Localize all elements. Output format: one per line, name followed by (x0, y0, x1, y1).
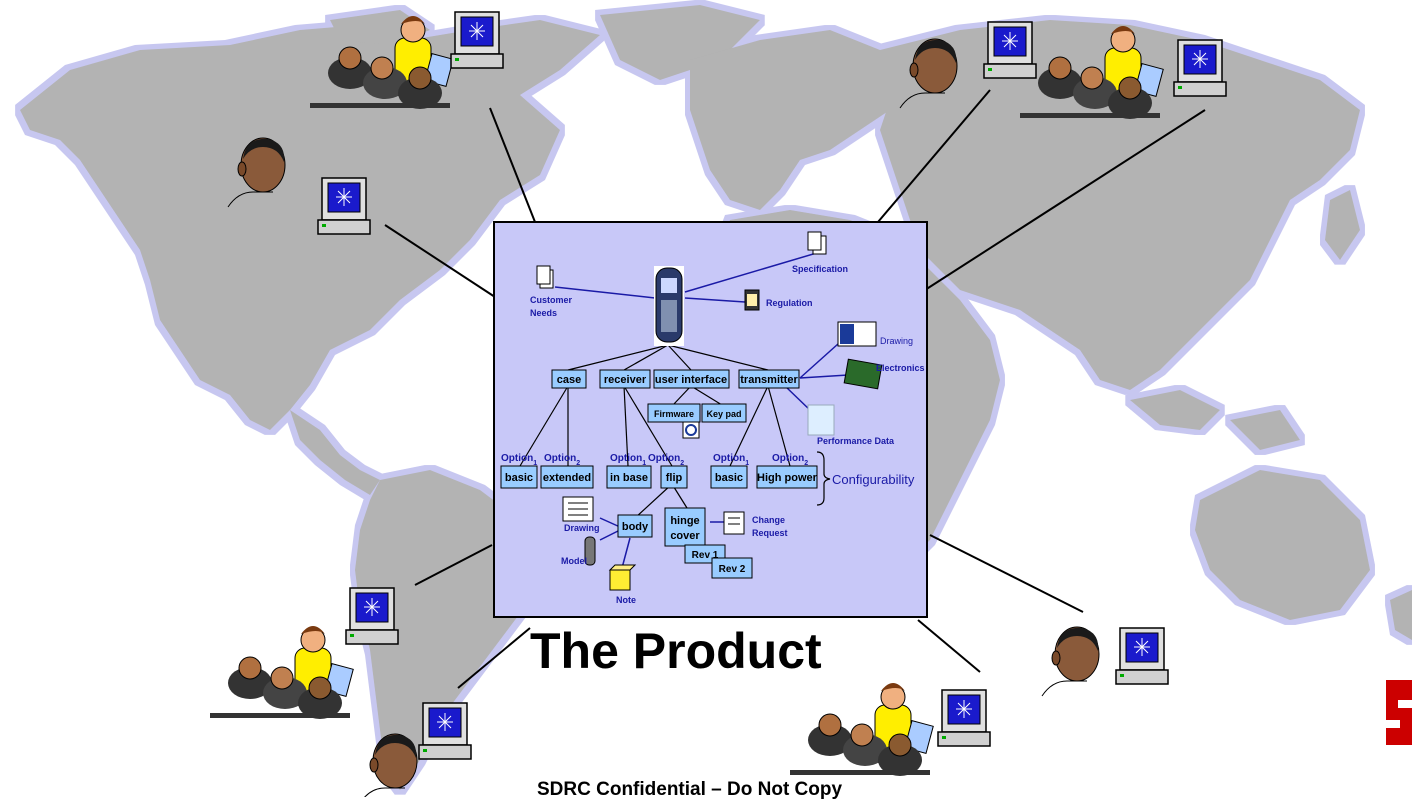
person-head-icon (899, 38, 958, 109)
box-case-label: case (557, 374, 581, 386)
document-icon (536, 265, 554, 289)
team-meeting-icon (209, 625, 354, 720)
option-label: Option1 (713, 453, 749, 467)
document-icon (807, 231, 827, 255)
box-high-power-label: High power (757, 472, 818, 484)
drawing-label: Drawing (880, 336, 913, 346)
box-in-base-label: in base (610, 472, 648, 484)
box-transmitter-label: transmitter (740, 374, 798, 386)
specification-label: Specification (792, 264, 848, 274)
computer-monitor-icon (983, 21, 1037, 79)
continent-north-america (20, 20, 600, 430)
box-in-base (606, 465, 652, 489)
box-extended-label: extended (543, 472, 591, 484)
electronics-icon (843, 358, 883, 390)
change-request-label: Change (752, 515, 785, 525)
customer-needs-label-line2: Needs (530, 308, 557, 318)
firmware-icon (682, 421, 700, 439)
drawing-bottom-label: Drawing (564, 523, 600, 533)
computer-monitor-icon (317, 177, 371, 235)
box-flip-label: flip (666, 472, 683, 484)
performance-data-label: Performance Data (817, 436, 895, 446)
computer-monitor-icon (1173, 39, 1227, 97)
team-meeting-icon (1019, 25, 1164, 120)
box-case (551, 369, 587, 389)
connector-lines (384, 89, 1206, 689)
box-flip (660, 465, 688, 489)
change-request-label-line2: Request (752, 528, 788, 538)
box-rev2 (711, 557, 753, 579)
team-meeting-icon (309, 15, 454, 110)
box-firmware (647, 403, 701, 423)
option-label: Option2 (544, 453, 580, 467)
mobile-phone-icon (654, 266, 684, 346)
regulation-icon (744, 289, 760, 311)
box-hinge-label: hinge (670, 515, 699, 527)
box-rev1-label: Rev 1 (692, 550, 719, 561)
box-body (617, 514, 653, 538)
option-label: Option2 (772, 453, 808, 467)
person-head-icon (1041, 626, 1100, 697)
drawing-document-icon (562, 496, 594, 522)
computer-monitor-icon (345, 587, 399, 645)
change-request-icon (723, 511, 745, 535)
model-phone-icon (584, 536, 596, 566)
person-head-icon (227, 137, 286, 208)
box-basic-case-label: basic (505, 472, 533, 484)
continent-asia (880, 20, 1360, 390)
note-label: Note (616, 595, 636, 605)
box-extended (540, 465, 594, 489)
box-high-power (756, 465, 818, 489)
box-basic-case (500, 465, 538, 489)
option-label: Option1 (501, 453, 537, 467)
electronics-label: Electronics (876, 363, 925, 373)
model-label: Model (561, 556, 587, 566)
box-user-interface (653, 369, 730, 389)
drawing-icon (837, 321, 877, 347)
box-body-label: body (622, 521, 649, 533)
box-keypad (701, 403, 747, 423)
note-icon (608, 564, 637, 591)
computer-monitor-icon (937, 689, 991, 747)
box-transmitter (738, 369, 800, 389)
box-cover-label: cover (670, 530, 700, 542)
footer-confidential: SDRC Confidential – Do Not Copy (537, 779, 843, 800)
box-basic-transmitter-label: basic (715, 472, 743, 484)
logo-fragment (1386, 680, 1412, 745)
computer-monitor-icon (1115, 627, 1169, 685)
box-receiver-label: receiver (604, 374, 647, 386)
box-rev2-label: Rev 2 (719, 564, 746, 575)
computer-monitor-icon (450, 11, 504, 69)
continent-australia (1195, 470, 1370, 620)
page-title: The Product (530, 623, 822, 679)
box-receiver (599, 369, 651, 389)
box-hinge-cover (664, 507, 706, 547)
regulation-label: Regulation (766, 298, 813, 308)
performance-data-icon (807, 404, 835, 436)
box-firmware-label: Firmware (654, 409, 694, 419)
computer-monitor-icon (418, 702, 472, 760)
configurability-label: Configurability (832, 472, 915, 487)
person-head-icon (359, 733, 418, 797)
team-meeting-icon (789, 682, 934, 777)
box-basic-transmitter (710, 465, 748, 489)
configurability-brace (816, 451, 831, 506)
option-label: Option2 (648, 453, 684, 467)
continent-europe (690, 30, 900, 210)
option-label: Option1 (610, 453, 646, 467)
box-keypad-label: Key pad (706, 409, 741, 419)
box-user-interface-label: user interface (655, 374, 727, 386)
customer-needs-label: Customer (530, 295, 573, 305)
